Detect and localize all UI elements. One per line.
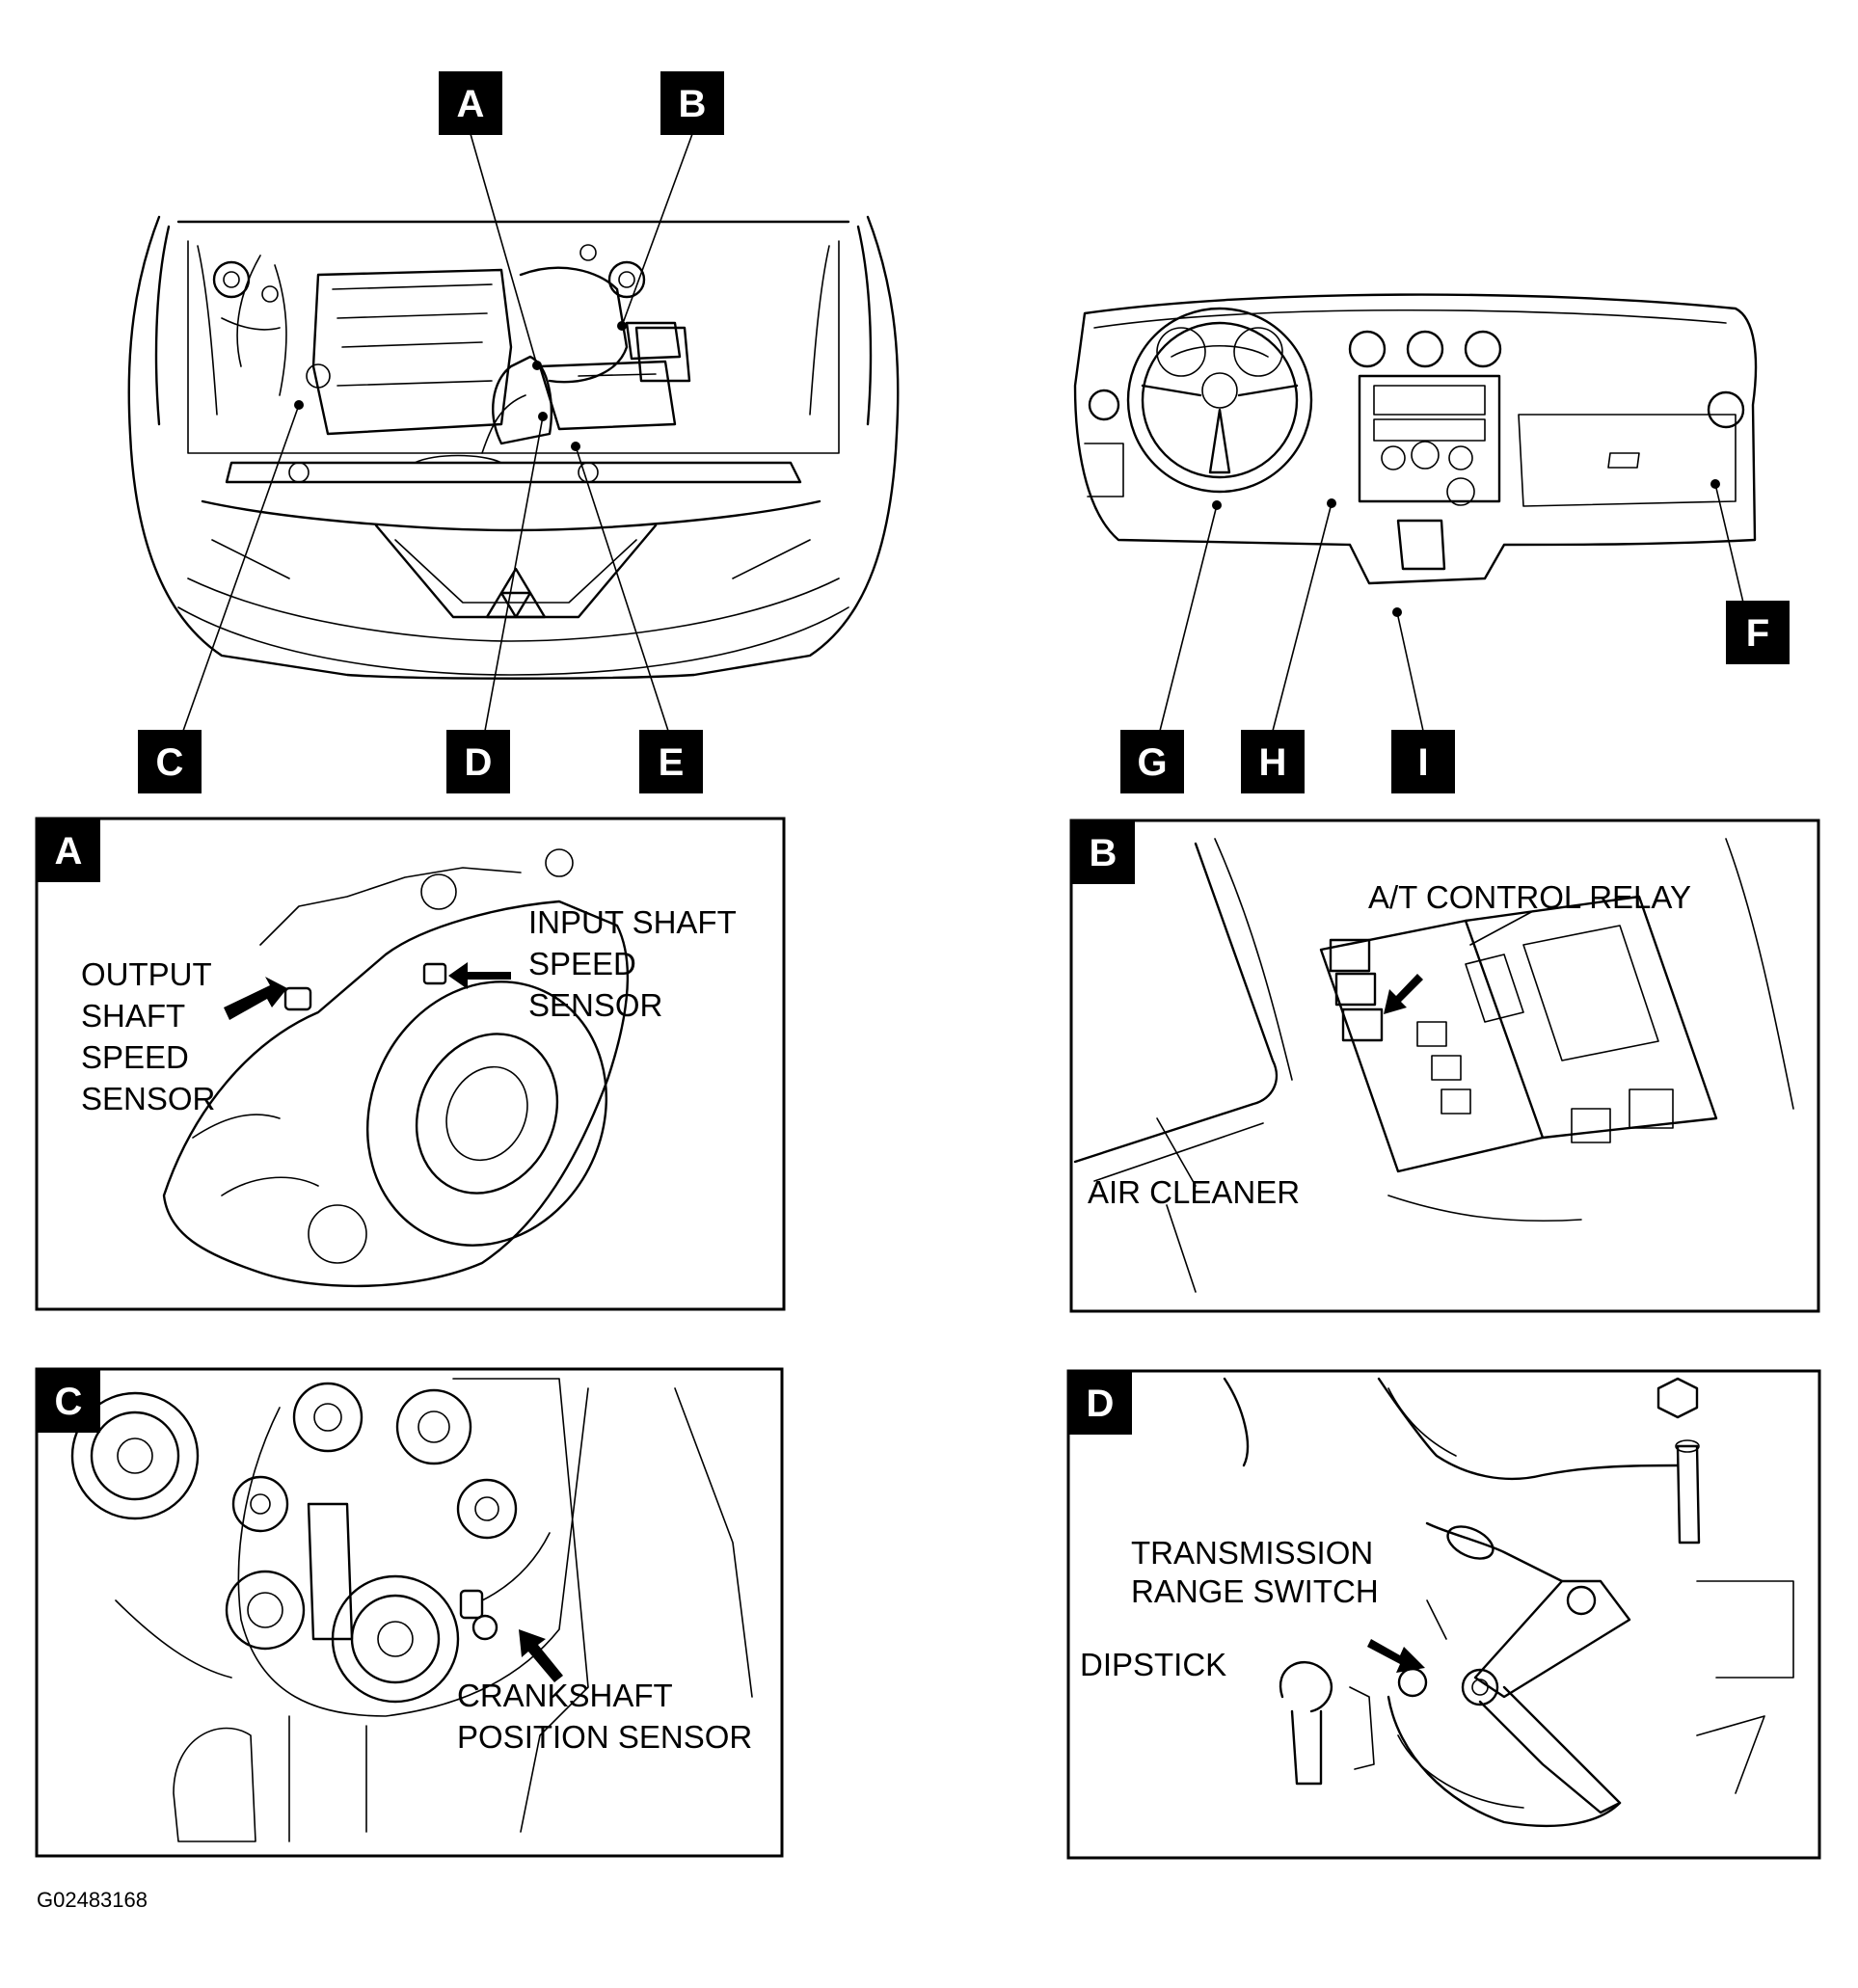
callout-g: G xyxy=(1120,730,1184,793)
svg-text:A: A xyxy=(457,83,485,125)
detail-panel-c: C CRANKSHAFT POSITION SENSO xyxy=(35,1367,784,1858)
callout-f: F xyxy=(1726,601,1790,664)
svg-text:TRANSMISSION: TRANSMISSION xyxy=(1131,1535,1373,1571)
svg-text:B: B xyxy=(1090,832,1117,874)
engine-bay-illustration xyxy=(127,215,900,680)
svg-text:E: E xyxy=(659,741,685,784)
callout-a: A xyxy=(439,71,502,135)
svg-text:SHAFT: SHAFT xyxy=(81,998,185,1034)
svg-text:INPUT SHAFT: INPUT SHAFT xyxy=(528,904,737,940)
svg-text:SENSOR: SENSOR xyxy=(528,987,662,1023)
svg-text:C: C xyxy=(156,741,184,784)
dashboard-illustration xyxy=(1073,293,1758,617)
svg-text:SPEED: SPEED xyxy=(81,1039,189,1075)
callout-d: D xyxy=(446,730,510,793)
detail-panel-b: B A/T CONTROL RELAY AIR CLEANER xyxy=(1069,819,1820,1313)
svg-text:OUTPUT: OUTPUT xyxy=(81,956,212,992)
figure-id: G02483168 xyxy=(37,1888,148,1912)
svg-text:I: I xyxy=(1417,741,1428,784)
svg-text:POSITION SENSOR: POSITION SENSOR xyxy=(457,1719,752,1755)
svg-text:F: F xyxy=(1746,612,1769,655)
svg-text:B: B xyxy=(679,83,707,125)
svg-text:DIPSTICK: DIPSTICK xyxy=(1080,1647,1226,1682)
svg-text:C: C xyxy=(55,1381,83,1423)
callout-h: H xyxy=(1241,730,1305,793)
svg-text:RANGE SWITCH: RANGE SWITCH xyxy=(1131,1573,1379,1609)
svg-text:H: H xyxy=(1259,741,1287,784)
svg-text:D: D xyxy=(465,741,493,784)
svg-text:D: D xyxy=(1087,1383,1115,1425)
callout-b: B xyxy=(660,71,724,135)
callout-e: E xyxy=(639,730,703,793)
svg-text:SENSOR: SENSOR xyxy=(81,1081,215,1116)
svg-text:A/T CONTROL RELAY: A/T CONTROL RELAY xyxy=(1368,879,1691,915)
svg-text:CRANKSHAFT: CRANKSHAFT xyxy=(457,1678,673,1713)
svg-text:G: G xyxy=(1137,741,1167,784)
svg-text:A: A xyxy=(55,830,83,873)
svg-text:AIR CLEANER: AIR CLEANER xyxy=(1088,1174,1300,1210)
detail-panel-a: A INPUT SHAFT SPEED SENSOR OUTPUT SHAFT … xyxy=(35,817,786,1311)
svg-text:SPEED: SPEED xyxy=(528,946,636,981)
callout-i: I xyxy=(1391,730,1455,793)
detail-panel-d: D TRANSMISSION RANGE SWITCH DIPST xyxy=(1066,1369,1821,1860)
callout-c: C xyxy=(138,730,202,793)
